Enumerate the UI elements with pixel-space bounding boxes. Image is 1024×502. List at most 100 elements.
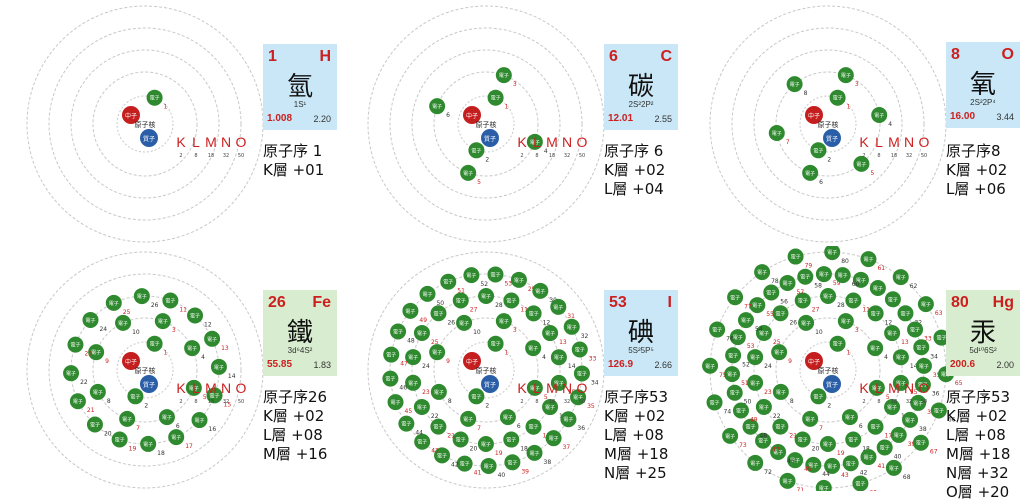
summary-line: 原子序26: [263, 388, 328, 406]
electron-index: 38: [919, 426, 927, 433]
svg-text:電子: 電子: [491, 95, 501, 102]
svg-text:電子: 電子: [443, 279, 453, 286]
svg-text:電子: 電子: [790, 457, 800, 464]
shell-label-O: O: [236, 134, 247, 150]
electron-index: 10: [815, 329, 823, 336]
svg-text:電子: 電子: [554, 354, 564, 361]
electron: 電子 1: [146, 335, 168, 357]
electron-index: 1: [164, 350, 168, 357]
proton: 中子: [463, 106, 481, 124]
atomic-number: 26: [268, 294, 286, 311]
electronegativity: 1.83: [313, 360, 331, 370]
shell-capacity: 32: [223, 153, 229, 159]
electron-index: 44: [822, 471, 830, 478]
svg-text:電子: 電子: [750, 460, 760, 467]
electron-index: 62: [910, 283, 918, 290]
svg-text:電子: 電子: [433, 424, 443, 431]
electron: 電子70: [815, 479, 832, 491]
electron-index: 9: [446, 358, 450, 365]
svg-text:電子: 電子: [553, 304, 563, 311]
shell-capacity: 32: [906, 153, 912, 159]
electron-index: 39: [908, 441, 916, 448]
svg-text:中子: 中子: [125, 358, 137, 366]
electronegativity: 2.66: [654, 360, 672, 370]
electron: 電子4: [526, 133, 548, 155]
svg-text:電子: 電子: [889, 465, 899, 472]
electron-index: 12: [885, 319, 893, 326]
shell-label-O: O: [919, 380, 930, 396]
svg-text:電子: 電子: [549, 435, 559, 442]
shell-label-O: O: [236, 380, 247, 396]
electron-config: 2S²2P²: [628, 100, 654, 109]
electron: 電子1: [829, 335, 851, 357]
svg-text:電子: 電子: [207, 336, 217, 343]
svg-text:電子: 電子: [481, 293, 491, 300]
electron-index: 27: [812, 306, 820, 313]
svg-text:電子: 電子: [888, 296, 898, 303]
element-symbol: I: [667, 294, 672, 311]
shell-label-L: L: [533, 134, 541, 150]
electron: 電子3: [495, 67, 517, 88]
atomic-mass: 200.6: [950, 359, 976, 370]
svg-text:電子: 電子: [66, 370, 76, 377]
shell-label-N: N: [221, 380, 231, 396]
orbit-K: [799, 95, 857, 153]
svg-text:電子: 電子: [162, 414, 172, 421]
electron-index: 35: [933, 372, 941, 379]
electron: 電子5: [868, 379, 890, 401]
shell-capacity: 32: [906, 399, 912, 405]
electron-index: 20: [470, 446, 478, 453]
electron-index: 4: [888, 121, 892, 128]
summary-line: K層 +02: [604, 161, 666, 179]
shell-capacity: 18: [208, 399, 214, 405]
svg-text:電子: 電子: [900, 310, 910, 317]
electron-index: 17: [885, 433, 893, 440]
electron-index: 33: [589, 355, 597, 362]
electron: 電子3: [154, 313, 176, 334]
shell-label-M: M: [205, 134, 217, 150]
svg-text:電子: 電子: [801, 320, 811, 327]
electron-index: 44: [415, 430, 423, 437]
orbit-L: [775, 317, 881, 423]
electron-index: 21: [789, 433, 797, 440]
svg-text:電子: 電子: [463, 416, 473, 423]
electron-index: 8: [804, 90, 808, 97]
electron-index: 3: [513, 81, 517, 88]
orbit-K: [116, 341, 174, 399]
svg-text:電子: 電子: [783, 478, 793, 485]
svg-text:電子: 電子: [385, 376, 395, 383]
electron-index: 24: [422, 363, 430, 370]
svg-text:電子: 電子: [150, 341, 160, 348]
electron-index: 25: [431, 339, 439, 346]
proton: 中子: [463, 352, 481, 370]
electron-index: 3: [172, 327, 176, 334]
electron-index: 5: [870, 170, 874, 177]
svg-text:質子: 質子: [143, 381, 155, 389]
